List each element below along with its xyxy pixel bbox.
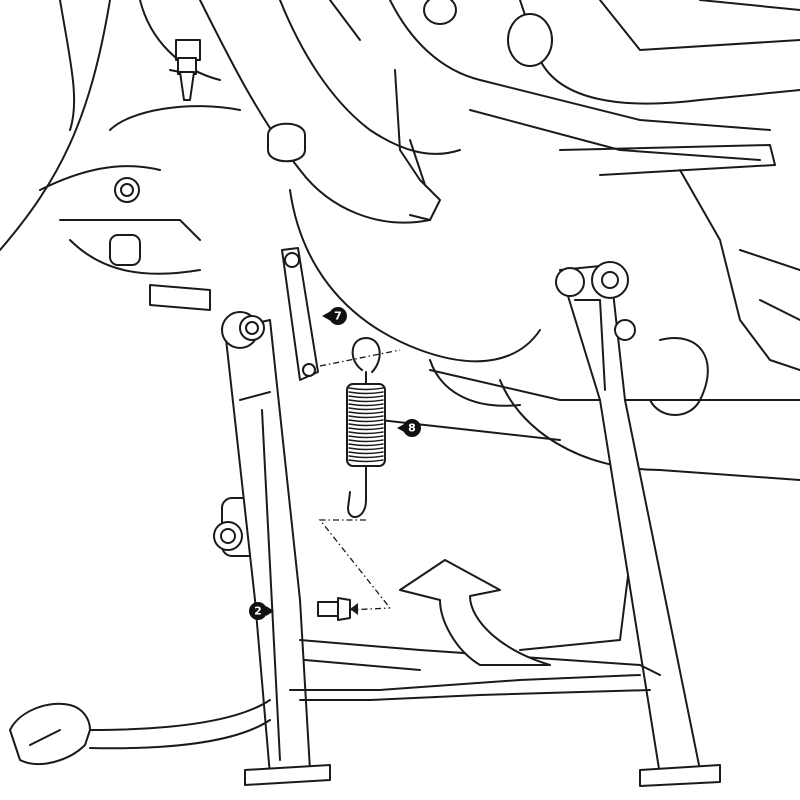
spring-coil	[348, 419, 384, 423]
spring-coil	[348, 427, 384, 431]
spring-coil	[348, 411, 384, 415]
spring-coil	[348, 391, 384, 395]
callout-8: 8	[397, 419, 421, 437]
center-stand-right-leg	[555, 261, 721, 787]
spring-coil	[348, 395, 384, 399]
callout-label: 8	[408, 422, 416, 435]
callout-pointer-icon	[266, 606, 274, 616]
spring-coil	[348, 459, 384, 463]
spring-coil	[348, 455, 384, 459]
engine-frame-lines	[0, 0, 800, 651]
callout-label: 7	[334, 310, 342, 323]
spring-coil	[348, 415, 384, 419]
center-stand-left-leg	[221, 247, 331, 786]
alignment-guides	[318, 349, 401, 611]
spring-coil	[348, 435, 384, 439]
stand-crossbar-and-pedal	[9, 639, 661, 765]
spring-coil	[348, 387, 384, 391]
callout-pointer-icon	[322, 311, 331, 321]
spring-coil	[348, 439, 384, 443]
spring-coil	[348, 399, 384, 403]
return-spring-illustration	[346, 337, 386, 518]
spring-coil	[348, 407, 384, 411]
spring-coil	[348, 443, 384, 447]
spring-pin-illustration	[317, 597, 358, 621]
callout-7: 7	[322, 307, 347, 325]
spring-coil	[348, 403, 384, 407]
motion-arrow-icon	[399, 559, 551, 666]
spring-coil	[348, 447, 384, 451]
callout-label: 2	[254, 605, 262, 618]
spring-coil	[348, 423, 384, 427]
callout-2: 2	[249, 602, 274, 620]
spring-coil	[348, 431, 384, 435]
spring-coil	[348, 451, 384, 455]
